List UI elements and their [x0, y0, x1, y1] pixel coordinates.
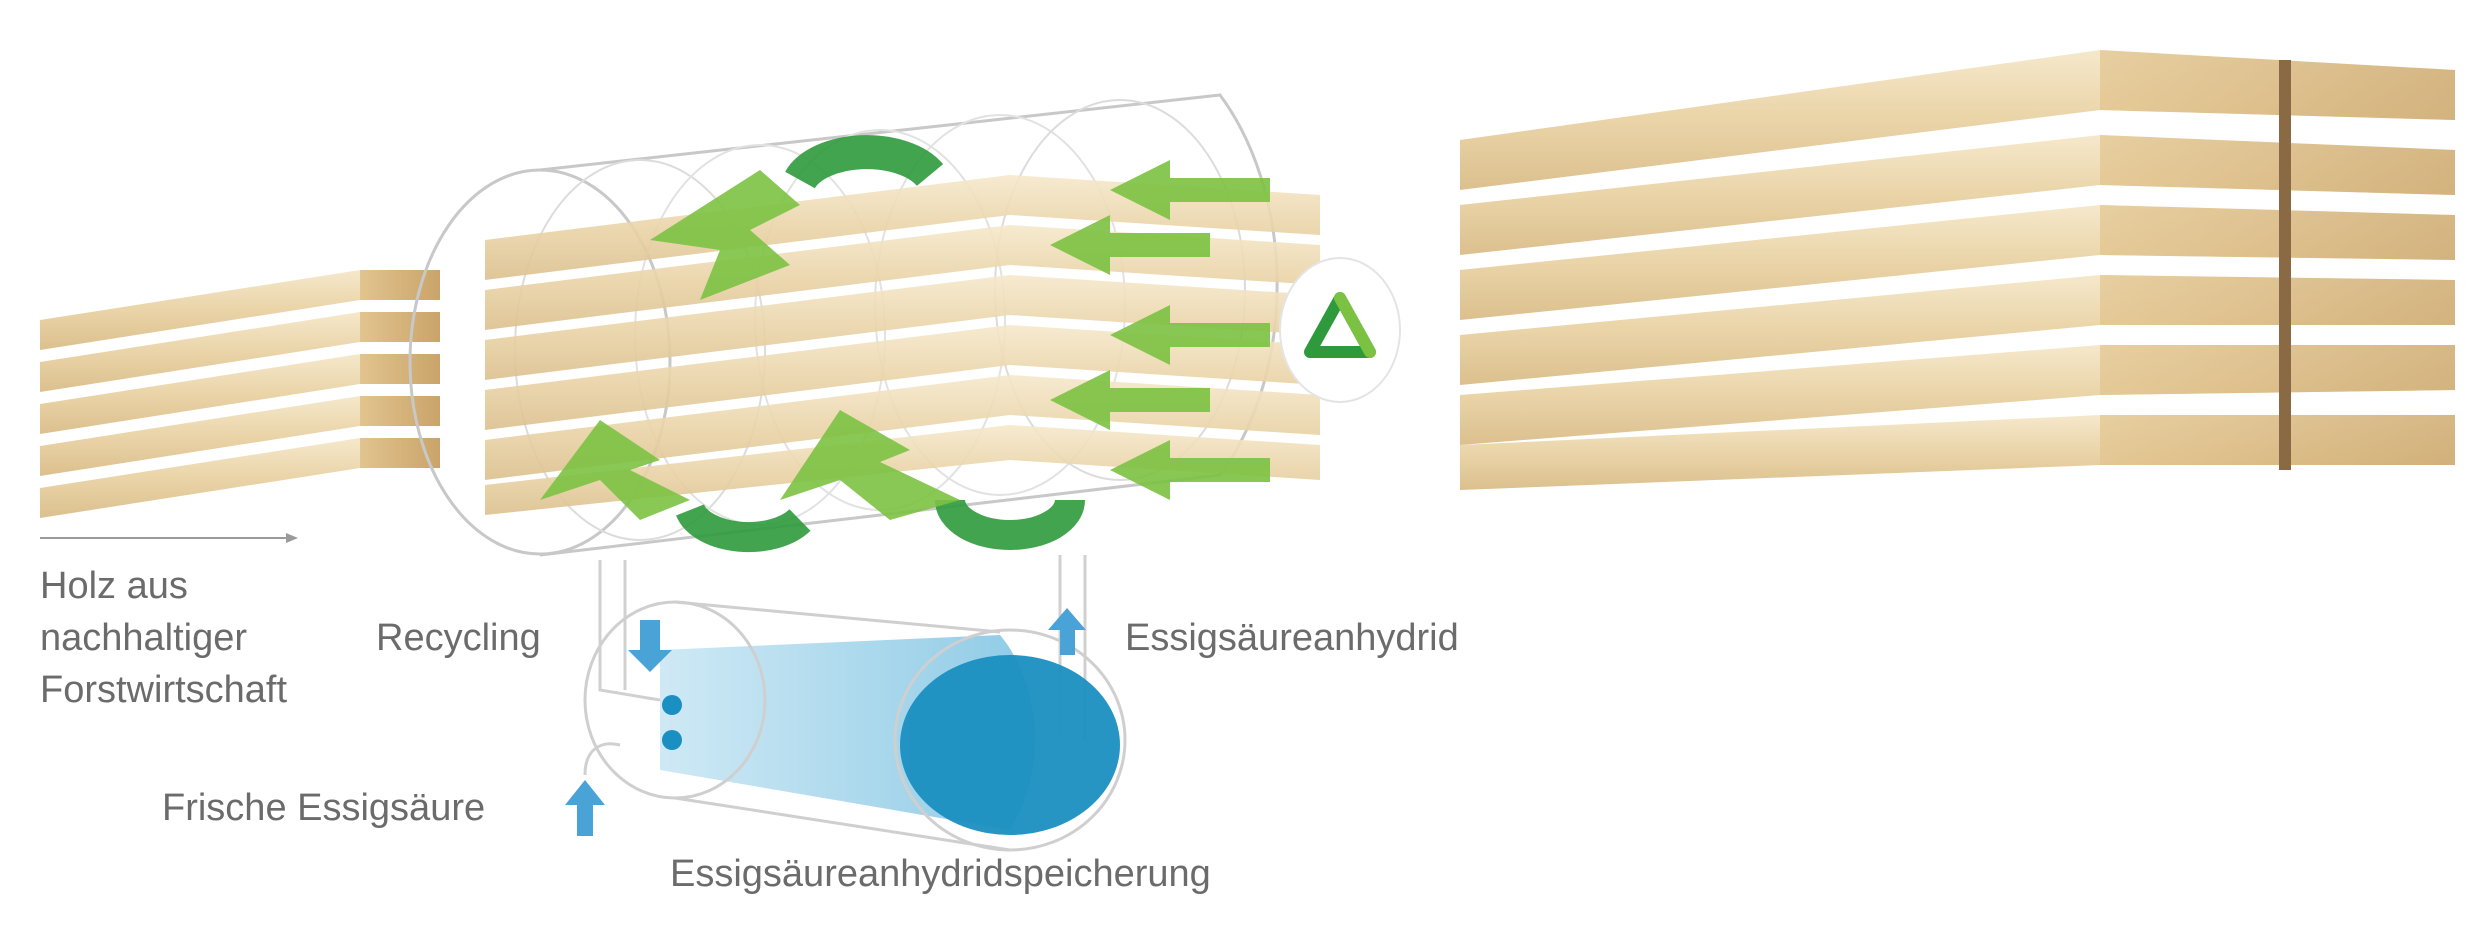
finished-wood-stack — [1460, 50, 2455, 490]
storage-label: Essigsäureanhydridspeicherung — [670, 853, 1211, 895]
plank — [40, 354, 440, 434]
plank — [1460, 345, 2455, 445]
green-arrow — [650, 170, 800, 300]
plank — [1460, 275, 2455, 385]
plank — [1460, 205, 2455, 320]
recycling-label: Recycling — [376, 617, 541, 659]
circulation-loop — [785, 135, 944, 190]
reactor-cylinder — [408, 93, 1401, 557]
up-arrow-icon — [565, 780, 605, 836]
anhydride-label: Essigsäureanhydrid — [1125, 617, 1459, 659]
circulation-loop — [935, 498, 1085, 550]
wood-source-label-line3: Forstwirtschaft — [40, 669, 288, 711]
green-arrow — [540, 420, 690, 520]
green-arrow — [780, 410, 960, 520]
tank-liquid-end — [900, 655, 1120, 835]
green-arrow-group — [1050, 160, 1270, 500]
wood-source-label-line1: Holz aus — [40, 565, 188, 607]
feed-direction-arrowhead — [286, 533, 298, 543]
up-arrow-icon — [1048, 608, 1086, 655]
wood-source-label: Holz aus nachhaltiger Forstwirtschaft — [40, 560, 287, 716]
down-arrow-icon — [628, 620, 672, 672]
plank — [1460, 50, 2455, 190]
triangle-cycle-logo — [1304, 292, 1376, 358]
plank — [40, 438, 440, 518]
plank — [40, 396, 440, 476]
plank — [40, 312, 440, 392]
wood-source-label-line2: nachhaltiger — [40, 617, 248, 659]
storage-tank — [583, 600, 1127, 852]
flow-arrows — [565, 608, 1086, 836]
fresh-acid-label: Frische Essigsäure — [162, 787, 486, 829]
incoming-wood-stack — [40, 270, 440, 543]
plank — [1460, 415, 2455, 490]
circulation-loop — [676, 503, 811, 553]
plank — [1460, 135, 2455, 255]
fresh-acid-inlet-pipe — [583, 742, 621, 776]
